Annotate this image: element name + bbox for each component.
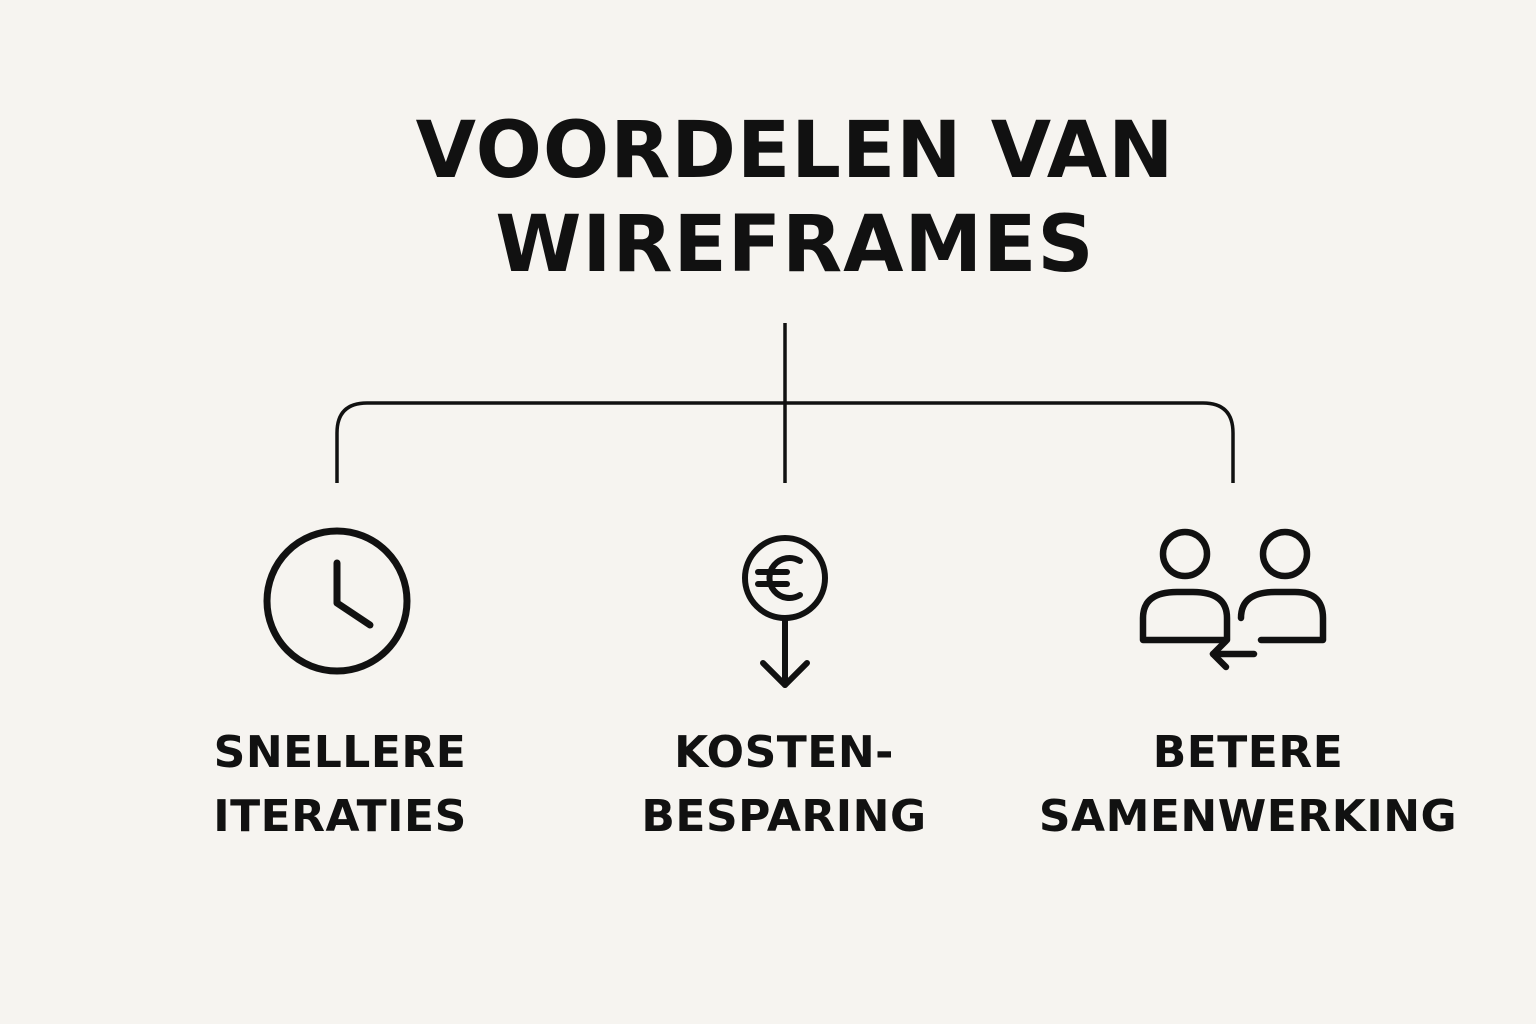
collaboration-icon xyxy=(1139,528,1327,671)
title-line-1: VOORDELEN VAN xyxy=(415,106,1175,196)
euro-down-icon xyxy=(742,535,828,688)
benefit-label-cost-savings: KOSTEN- BESPARING xyxy=(641,727,927,842)
connector-branch xyxy=(335,401,1235,483)
benefit-label-better-collaboration: BETERE SAMENWERKING xyxy=(1038,727,1458,842)
benefit-label-faster-iterations: SNELLERE ITERATIES xyxy=(213,727,467,842)
title-line-2: WIREFRAMES xyxy=(495,200,1095,290)
clock-icon xyxy=(263,527,411,675)
diagram-title: VOORDELEN VAN WIREFRAMES xyxy=(0,104,1536,292)
